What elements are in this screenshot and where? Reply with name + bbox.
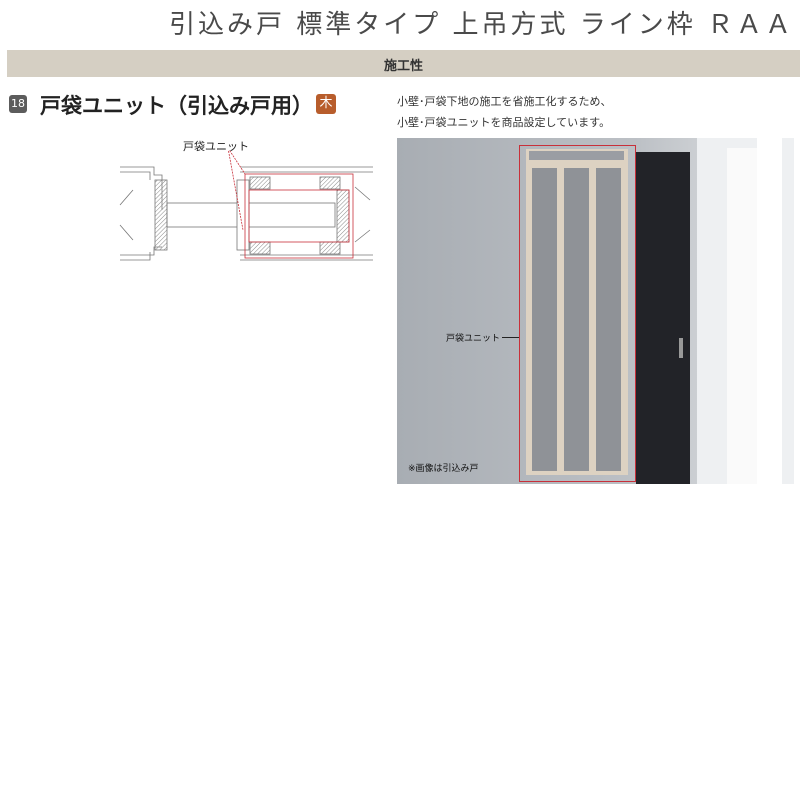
plan-diagram [119,150,373,261]
sliding-door [636,152,690,484]
section-banner: 施工性 [7,50,800,77]
wood-badge: 木 [316,94,336,114]
diagram-label: 戸袋ユニット [183,140,249,153]
description-line-1: 小壁･戸袋下地の施工を省施工化するため、 [397,95,612,108]
door-handle [679,338,683,358]
description-line-2: 小壁･戸袋ユニットを商品設定しています。 [397,116,611,129]
photo-label: 戸袋ユニット [446,334,501,344]
section-heading: 戸袋ユニット（引込み戸用） [40,94,313,118]
page-title: 引込み戸 標準タイプ 上吊方式 ライン枠 ＲＡＡ [168,10,794,40]
photo-note: ※画像は引込み戸 [408,464,479,474]
banner-label: 施工性 [383,59,423,74]
pocket-unit [519,145,636,482]
item-number-badge: 18 [9,95,27,113]
product-photo: 戸袋ユニット ※画像は引込み戸 [397,138,794,484]
label-leader-line [502,337,519,338]
